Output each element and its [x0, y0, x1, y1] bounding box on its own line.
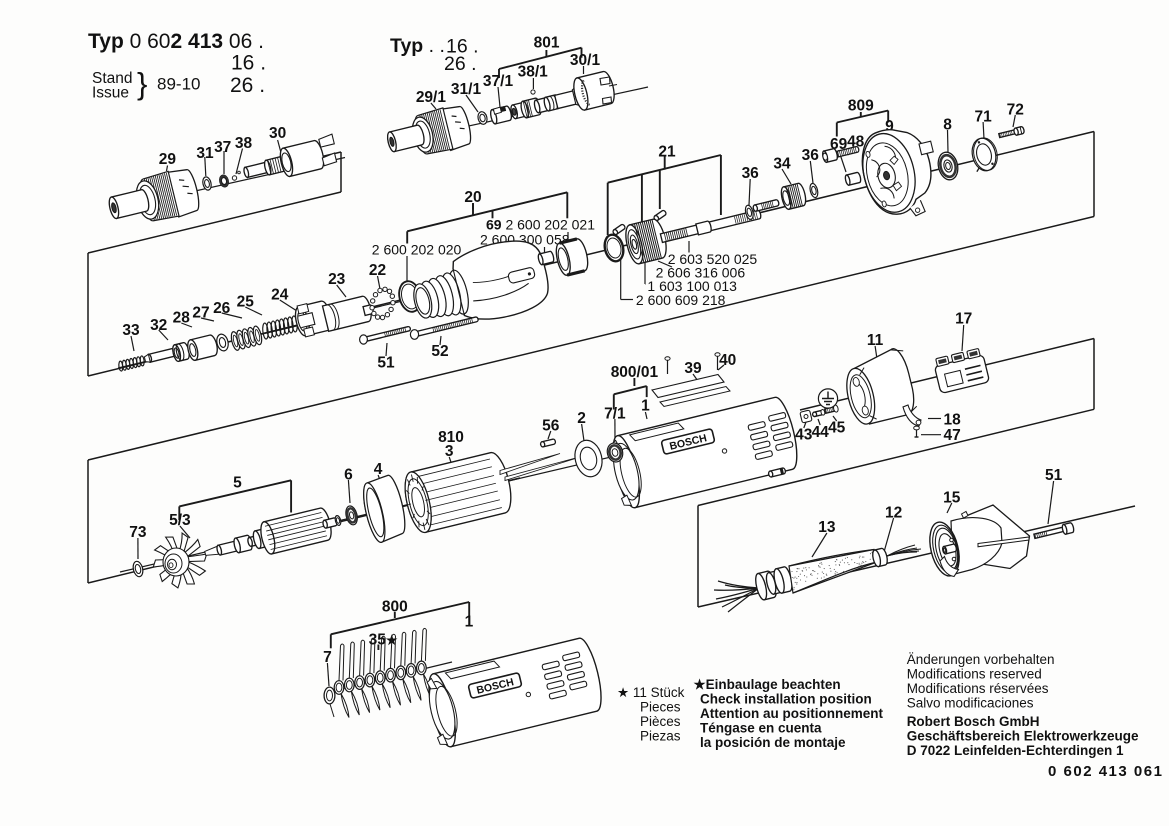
- svg-text:12: 12: [885, 505, 902, 522]
- svg-text:72: 72: [1007, 102, 1024, 119]
- svg-text:25: 25: [237, 294, 255, 311]
- svg-text:51: 51: [377, 355, 395, 372]
- svg-text:Pièces: Pièces: [640, 714, 681, 729]
- svg-text:Check installation position: Check installation position: [700, 692, 872, 707]
- svg-text:★Einbaulage beachten: ★Einbaulage beachten: [694, 677, 841, 692]
- svg-text:37/1: 37/1: [483, 73, 514, 90]
- svg-text:1 603 100 013: 1 603 100 013: [647, 278, 737, 294]
- svg-text:Modifications reserved: Modifications reserved: [907, 667, 1042, 682]
- svg-text:8: 8: [943, 117, 952, 134]
- svg-text:36: 36: [742, 165, 760, 182]
- svg-text:71: 71: [974, 109, 992, 126]
- svg-text:2 603 520 025: 2 603 520 025: [668, 251, 758, 267]
- svg-text:5: 5: [233, 475, 242, 492]
- svg-text:Issue: Issue: [92, 85, 129, 102]
- svg-text:24: 24: [271, 287, 289, 304]
- svg-text:2 600 202 020: 2 600 202 020: [372, 242, 462, 258]
- svg-text:51: 51: [1045, 467, 1063, 484]
- svg-text:3: 3: [445, 443, 454, 460]
- svg-text:33: 33: [122, 322, 140, 339]
- svg-text:16 .: 16 .: [231, 52, 266, 75]
- svg-text:2 600 609 218: 2 600 609 218: [636, 292, 726, 308]
- svg-text:48: 48: [847, 134, 865, 151]
- svg-text:18: 18: [943, 412, 961, 429]
- svg-text:Attention au positionnement: Attention au positionnement: [700, 706, 883, 721]
- svg-text:73: 73: [129, 524, 147, 541]
- svg-text:Piezas: Piezas: [640, 729, 681, 744]
- svg-text:800: 800: [382, 599, 408, 616]
- svg-text:26 .: 26 .: [444, 53, 477, 75]
- svg-text:Änderungen vorbehalten: Änderungen vorbehalten: [907, 652, 1055, 667]
- svg-text:11: 11: [867, 332, 884, 349]
- svg-text:la posición de montaje: la posición de montaje: [700, 735, 846, 750]
- svg-text:36: 36: [802, 147, 820, 164]
- svg-text:Salvo modificaciones: Salvo modificaciones: [907, 696, 1034, 711]
- svg-text:28: 28: [173, 310, 191, 327]
- svg-text:6: 6: [344, 467, 353, 484]
- svg-text:5/3: 5/3: [169, 512, 191, 529]
- svg-text:38: 38: [235, 135, 253, 152]
- svg-text:Robert Bosch GmbH: Robert Bosch GmbH: [907, 714, 1040, 729]
- svg-text:69 2 600 202 021: 69 2 600 202 021: [486, 217, 595, 233]
- svg-text:Stand: Stand: [92, 70, 133, 87]
- svg-text:30: 30: [269, 125, 286, 142]
- svg-text:30/1: 30/1: [570, 52, 601, 69]
- svg-text:0 602 413 061: 0 602 413 061: [1048, 763, 1163, 780]
- svg-text:16 .: 16 .: [446, 36, 479, 58]
- svg-text:7: 7: [323, 649, 332, 666]
- svg-text:}: }: [137, 66, 147, 101]
- svg-text:★ 11 Stück: ★ 11 Stück: [617, 685, 685, 700]
- svg-text:22: 22: [369, 262, 386, 279]
- svg-text:21: 21: [658, 144, 676, 161]
- svg-text:37: 37: [214, 139, 231, 156]
- svg-text:29/1: 29/1: [416, 89, 447, 106]
- svg-text:4: 4: [374, 461, 383, 478]
- svg-text:13: 13: [818, 519, 836, 536]
- svg-text:52: 52: [431, 343, 448, 360]
- svg-text:Typ 0 602 413 06 .: Typ 0 602 413 06 .: [88, 30, 264, 53]
- svg-text:47: 47: [943, 427, 960, 444]
- svg-text:39: 39: [684, 360, 702, 377]
- svg-text:Téngase en cuenta: Téngase en cuenta: [700, 721, 822, 736]
- svg-text:Geschäftsbereich Elektrowerkze: Geschäftsbereich Elektrowerkzeuge: [907, 729, 1139, 744]
- svg-text:801: 801: [534, 35, 560, 52]
- svg-text:1: 1: [641, 398, 650, 415]
- svg-text:31/1: 31/1: [451, 81, 482, 98]
- svg-text:2: 2: [577, 410, 586, 427]
- svg-text:15: 15: [943, 490, 961, 507]
- svg-text:27: 27: [192, 305, 209, 322]
- svg-text:7/1: 7/1: [604, 406, 626, 423]
- svg-text:809: 809: [848, 98, 874, 115]
- svg-text:26: 26: [213, 300, 231, 317]
- svg-text:44: 44: [812, 424, 830, 441]
- svg-text:38/1: 38/1: [518, 64, 549, 81]
- svg-text:17: 17: [955, 311, 972, 328]
- svg-text:31: 31: [196, 145, 214, 162]
- svg-text:32: 32: [150, 317, 167, 334]
- svg-text:D 7022 Leinfelden-Echterdingen: D 7022 Leinfelden-Echterdingen 1: [907, 743, 1124, 758]
- svg-text:29: 29: [159, 151, 177, 168]
- svg-text:43: 43: [795, 427, 813, 444]
- svg-text:20: 20: [464, 189, 481, 206]
- svg-text:26 .: 26 .: [230, 74, 265, 97]
- svg-text:34: 34: [773, 156, 791, 173]
- svg-text:Pieces: Pieces: [640, 700, 681, 715]
- svg-text:810: 810: [438, 429, 464, 446]
- svg-text:Modifications réservées: Modifications réservées: [907, 681, 1049, 696]
- svg-text:23: 23: [328, 271, 346, 288]
- svg-text:89-10: 89-10: [157, 75, 200, 94]
- svg-text:2 606 316 006: 2 606 316 006: [656, 265, 746, 281]
- svg-text:45: 45: [828, 420, 846, 437]
- svg-text:56: 56: [542, 418, 560, 435]
- svg-text:1: 1: [465, 614, 474, 631]
- svg-text:800/01: 800/01: [611, 364, 659, 381]
- svg-text:40: 40: [719, 352, 736, 369]
- svg-text:Typ . .: Typ . .: [390, 35, 445, 57]
- svg-text:9: 9: [885, 118, 894, 135]
